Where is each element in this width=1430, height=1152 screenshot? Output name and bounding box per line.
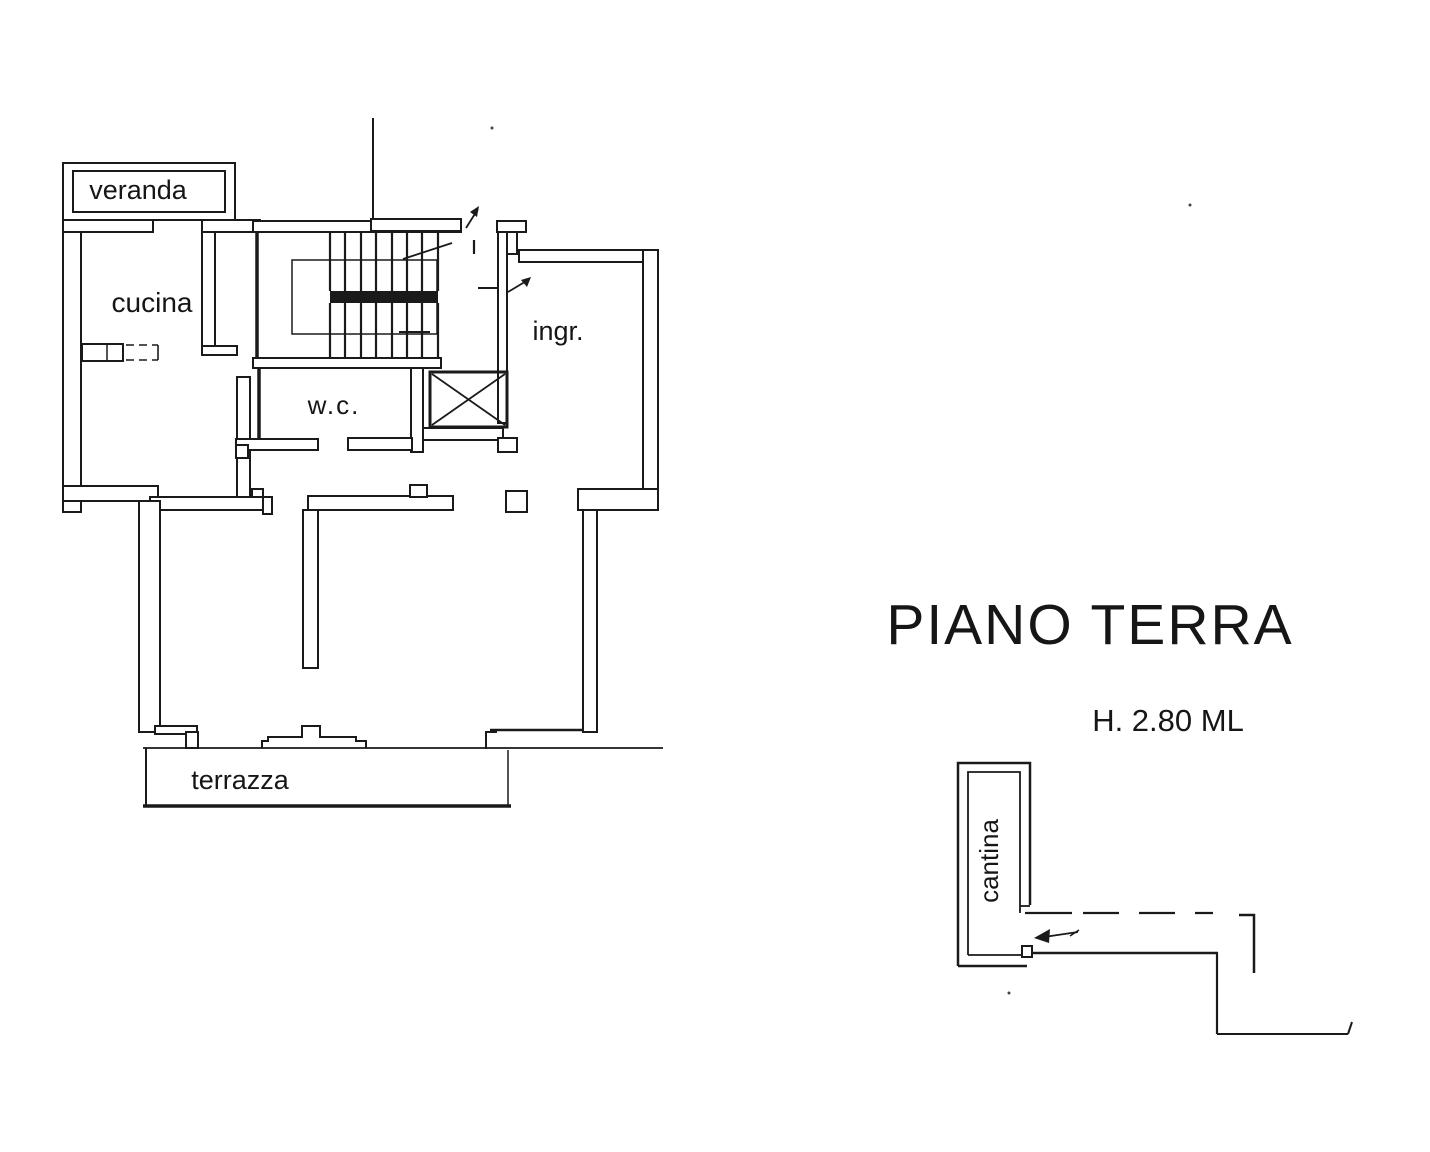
staircase — [252, 220, 462, 369]
living-left-wall — [138, 500, 161, 733]
room-partition-wall — [302, 509, 319, 669]
room-label-terrazza: terrazza — [191, 765, 290, 795]
stair-treads-upper — [328, 232, 440, 291]
left-outer-wall — [62, 219, 82, 513]
room-label-cucina: cucina — [112, 287, 193, 318]
room-label-cantina: cantina — [974, 819, 1004, 903]
pillar — [505, 490, 528, 513]
cucina-right-wall — [201, 231, 251, 503]
veranda-walls — [62, 162, 236, 221]
terrace-side-walls — [154, 725, 584, 749]
right-outer-wall — [642, 249, 659, 498]
room-label-veranda: veranda — [89, 175, 188, 205]
stair-landing-bar — [330, 291, 438, 303]
elevator-shaft — [422, 370, 518, 453]
cantina-walls — [956, 761, 1033, 968]
stair-treads-lower — [328, 303, 440, 358]
landing-door-icon — [478, 277, 531, 293]
stair-direction-line — [402, 242, 453, 260]
top-outer-wall — [370, 218, 462, 232]
room-label-ingresso: ingr. — [532, 316, 583, 346]
scan-specks — [490, 126, 1192, 995]
wc-walls — [235, 367, 424, 459]
room-label-wc: w.c. — [307, 390, 361, 420]
corridor-corner-wall — [1239, 913, 1256, 973]
door-swing-icon — [465, 206, 479, 254]
right-room-wall — [582, 509, 598, 733]
cellar-corridor — [1025, 911, 1353, 1035]
apartment-plan: veranda cucina ingr. w.c. terrazza — [62, 118, 663, 808]
floor-title: PIANO TERRA — [886, 593, 1293, 657]
ingresso-top-wall — [518, 249, 659, 263]
living-area-top-wall — [62, 484, 528, 515]
ceiling-height-label: H. 2.80 ML — [1092, 703, 1244, 738]
stair-bottom-wall — [252, 357, 442, 369]
terrace — [143, 747, 663, 808]
ingresso-bottom-corner — [577, 488, 659, 511]
cellar-entry-arrow-icon — [1034, 929, 1080, 943]
cucina-top-wall — [62, 219, 261, 233]
cucina-door-detail — [81, 343, 159, 362]
cellar-plan: cantina — [956, 761, 1353, 1035]
